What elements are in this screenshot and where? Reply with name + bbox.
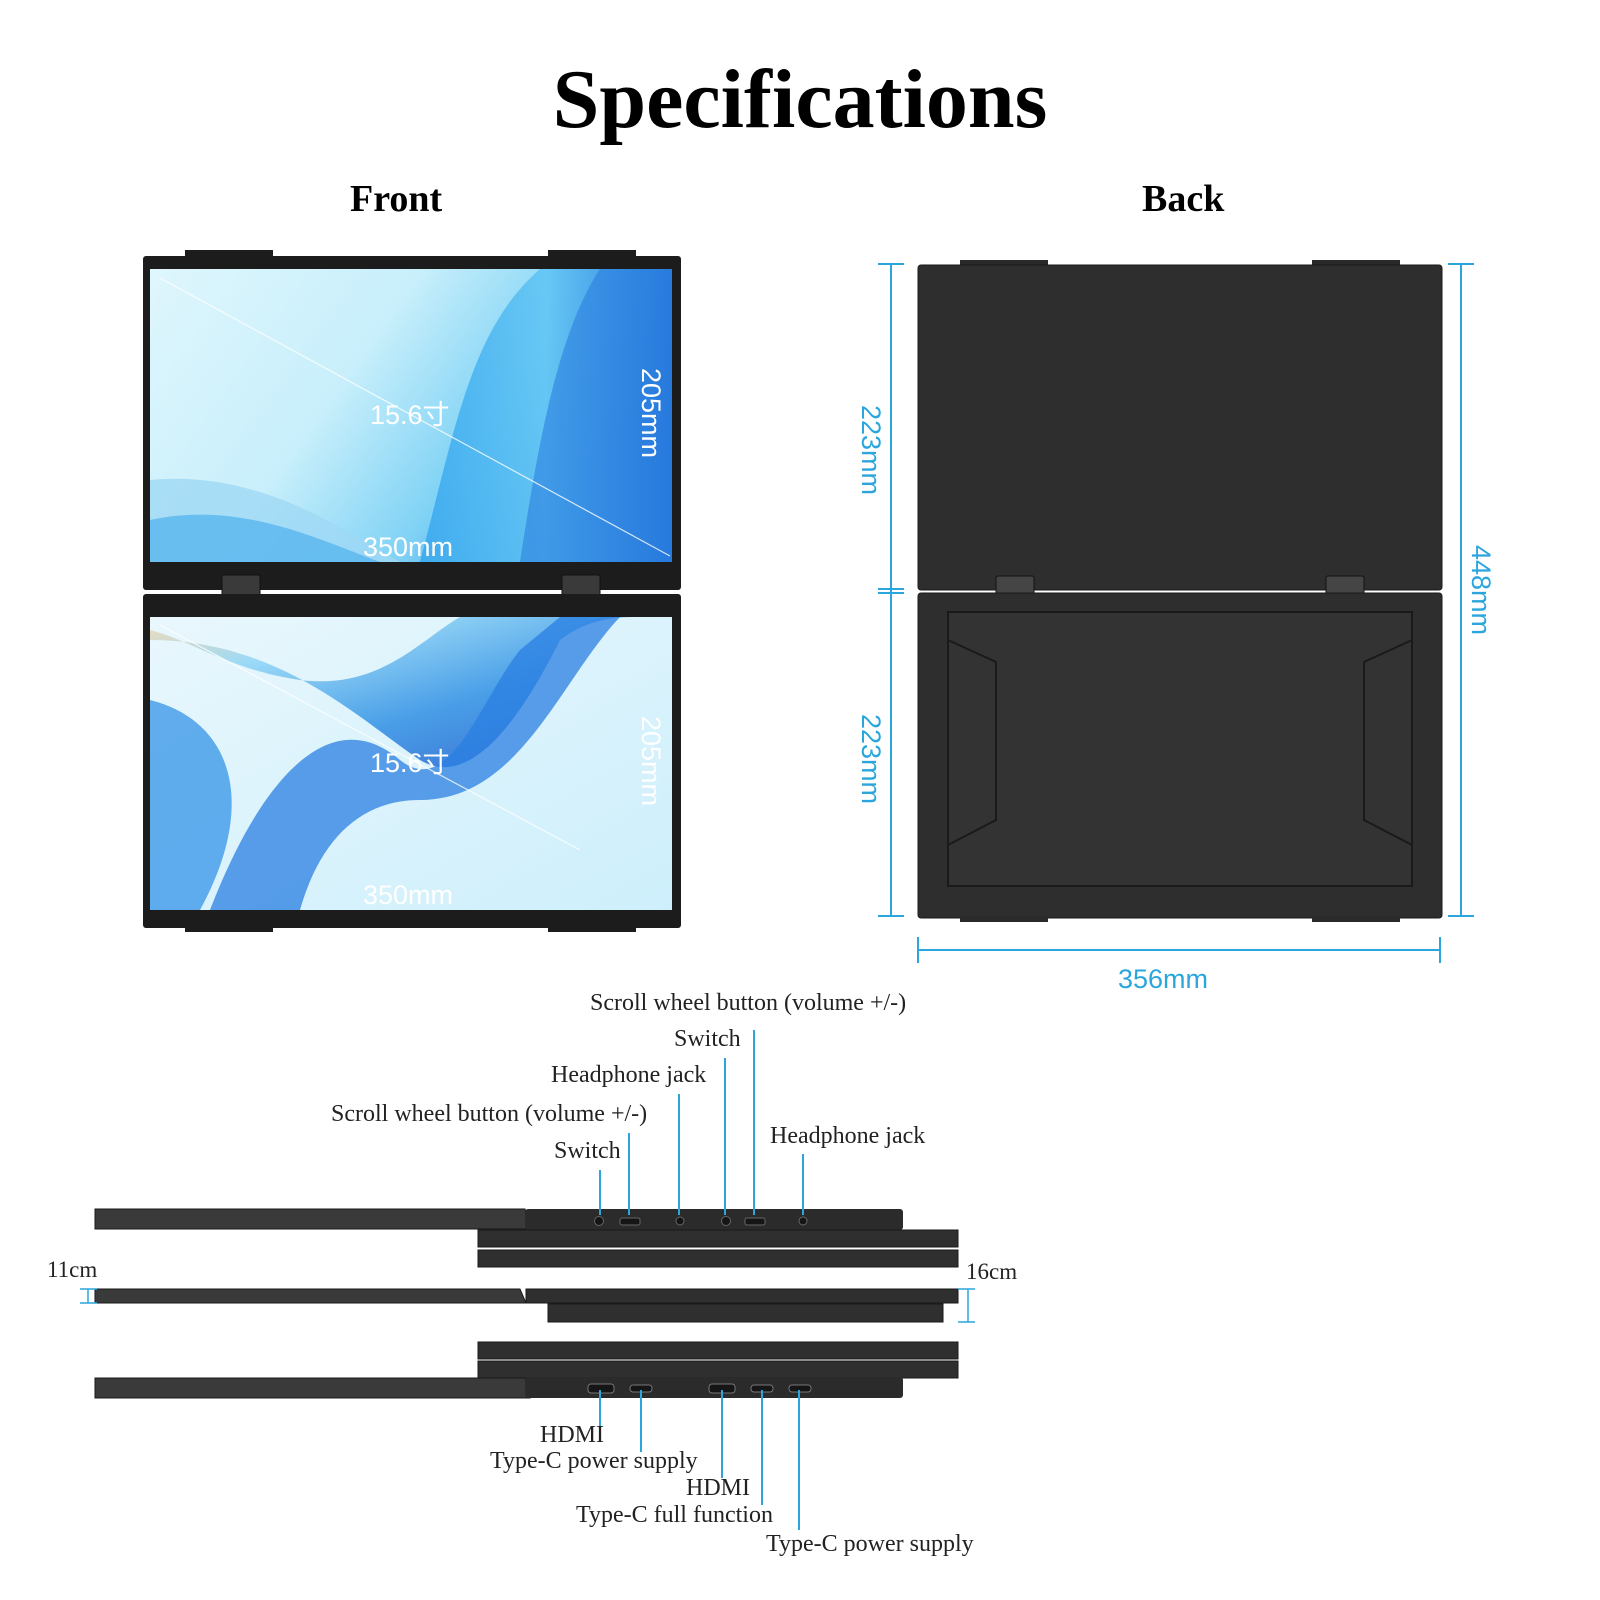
label-typec-power-2: Type-C power supply [766,1531,974,1557]
thickness-right-label: 16cm [966,1259,1017,1284]
side-view-2-arm [94,1288,527,1304]
port-headphone-left [594,1216,604,1226]
side-view-3-panel-b [477,1360,959,1379]
front-bottom-tab-right [548,926,636,932]
side-view-3-arm [94,1377,531,1399]
label-scroll-wheel-left: Scroll wheel button (volume +/-) [331,1101,647,1127]
front-upper-height-label: 205mm [636,368,666,458]
back-upper-height-label: 223mm [856,405,886,495]
bottom-leader-lines [599,1390,800,1530]
side-view-1-panel-a [477,1229,959,1248]
top-leader-lines [599,1030,804,1215]
back-upper-panel [917,264,1443,591]
back-top-tab-right [1312,260,1400,268]
front-lower-height-label: 205mm [636,716,666,806]
kickstand-edge-left [947,639,997,846]
side-view-1-panel-b [477,1249,959,1268]
port-scroll-left [675,1216,685,1226]
label-typec-full-function: Type-C full function [576,1502,773,1528]
back-kickstand [947,611,1413,887]
front-top-tab-left [185,250,273,258]
label-headphone-mid: Headphone jack [551,1062,706,1088]
thickness-markers [80,1288,975,1323]
kickstand-edge-right [1363,639,1413,846]
side-view-1-arm [94,1208,531,1230]
port-headphone-mid [721,1216,731,1226]
side-views [94,1208,959,1399]
label-switch-right: Switch [674,1026,741,1052]
port-switch-left [619,1217,641,1226]
front-heading: Front [350,178,443,220]
side-view-2-panel-a [525,1288,959,1304]
back-bottom-tab-left [960,916,1048,922]
back-width-label: 356mm [1118,964,1208,994]
page-title: Specifications [552,53,1048,146]
wave-art [150,514,380,562]
diagonal-line [159,624,581,851]
back-total-height-label: 448mm [1466,545,1496,635]
wave-art [150,700,232,910]
label-switch-left: Switch [554,1138,621,1164]
back-lower-height-label: 223mm [856,714,886,804]
side-view-2-panel-b [547,1303,944,1323]
back-dimension-lines [878,263,1474,963]
back-top-tab-left [960,260,1048,268]
diagonal-line [159,277,671,557]
label-scroll-wheel-right: Scroll wheel button (volume +/-) [590,990,906,1016]
side-view-1-port-strip [525,1209,903,1230]
label-hdmi-1: HDMI [540,1422,604,1448]
port-headphone-right [798,1216,808,1226]
front-upper-width-label: 350mm [363,532,453,562]
front-upper-diagonal-label: 15.6寸 [370,400,450,430]
thickness-left-label: 11cm [47,1257,97,1282]
back-device [917,260,1443,922]
front-top-tab-right [548,250,636,258]
side-view-3-panel-a [477,1341,959,1360]
front-device: 15.6寸 350mm 205mm 15.6寸 350mm 205mm [143,250,681,932]
wave-art [520,269,672,562]
label-hdmi-2: HDMI [686,1475,750,1501]
port-switch-right [744,1217,766,1226]
label-headphone-right: Headphone jack [770,1123,925,1149]
front-bottom-tab-left [185,926,273,932]
front-lower-width-label: 350mm [363,880,453,910]
label-typec-power-1: Type-C power supply [490,1448,698,1474]
back-bottom-tab-right [1312,916,1400,922]
wave-art [210,617,620,910]
back-heading: Back [1142,178,1225,220]
front-lower-diagonal-label: 15.6寸 [370,748,450,778]
